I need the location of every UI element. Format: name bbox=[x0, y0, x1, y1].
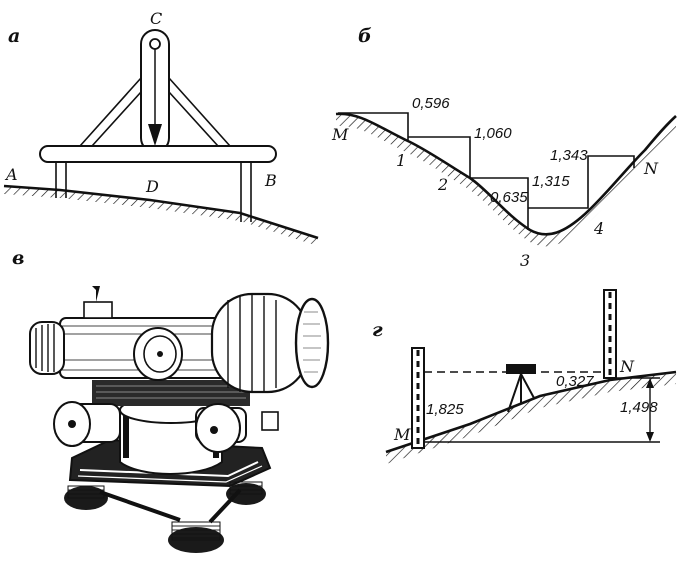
panel-v-label: в bbox=[12, 247, 24, 269]
point-N-b: N bbox=[643, 159, 659, 178]
height-difference: 1,498 bbox=[620, 399, 658, 416]
panel-b: б 0,596 1,060 0,635 1,315 1,343 M N 1 2 … bbox=[331, 25, 677, 270]
panel-a-label: а bbox=[8, 25, 20, 47]
point-B: B bbox=[264, 171, 277, 190]
panel-g-label: г bbox=[372, 319, 383, 341]
panel-a-ground-hatch bbox=[4, 186, 318, 246]
point-2: 2 bbox=[437, 175, 448, 194]
frame-bar bbox=[39, 145, 277, 163]
valley-hatch bbox=[336, 113, 676, 247]
brace-right bbox=[168, 77, 231, 147]
point-1: 1 bbox=[396, 151, 406, 170]
point-D: D bbox=[145, 177, 159, 196]
rod-N bbox=[603, 289, 617, 379]
reading-0-635: 0,635 bbox=[490, 189, 528, 206]
leg-right bbox=[240, 162, 252, 222]
panel-g: г 1,825 0,327 1,498 M N bbox=[372, 289, 677, 464]
tangent-screw-right bbox=[195, 403, 279, 453]
focusing-knob bbox=[133, 327, 183, 381]
step-4 bbox=[528, 155, 635, 209]
point-M-g: M bbox=[393, 425, 411, 444]
foot-screw-left bbox=[64, 485, 108, 510]
step-3 bbox=[470, 177, 529, 230]
panel-v: в bbox=[12, 247, 330, 553]
slope-hatch bbox=[386, 372, 676, 464]
tangent-screw-left bbox=[53, 401, 121, 447]
reading-rod-N: 0,327 bbox=[556, 373, 594, 390]
reading-1-343: 1,343 bbox=[550, 147, 588, 164]
reading-1-315: 1,315 bbox=[532, 173, 570, 190]
step-2 bbox=[408, 136, 471, 178]
point-A: A bbox=[4, 165, 18, 184]
point-4: 4 bbox=[593, 219, 604, 238]
panel-a: а C A B D bbox=[3, 9, 319, 246]
eyepiece bbox=[29, 321, 65, 375]
point-C: C bbox=[150, 9, 162, 28]
point-M-b: M bbox=[331, 125, 349, 144]
bubble-vial bbox=[83, 301, 113, 319]
arm-pivot bbox=[149, 38, 161, 50]
step-1 bbox=[338, 112, 409, 141]
reading-1-060: 1,060 bbox=[474, 125, 512, 142]
foot-screw-right bbox=[226, 481, 266, 505]
point-3: 3 bbox=[520, 251, 530, 270]
reading-rod-M: 1,825 bbox=[426, 401, 464, 418]
objective-lens bbox=[210, 292, 330, 394]
brace-left bbox=[79, 77, 142, 147]
reading-0-596: 0,596 bbox=[412, 95, 450, 112]
point-N-g: N bbox=[619, 357, 635, 376]
plumb-bob bbox=[148, 124, 162, 146]
foot-screw-front bbox=[168, 521, 224, 553]
panel-b-label: б bbox=[358, 25, 372, 47]
leg-left bbox=[55, 162, 67, 198]
tripod-level bbox=[506, 364, 536, 413]
level-instrument bbox=[29, 286, 330, 553]
